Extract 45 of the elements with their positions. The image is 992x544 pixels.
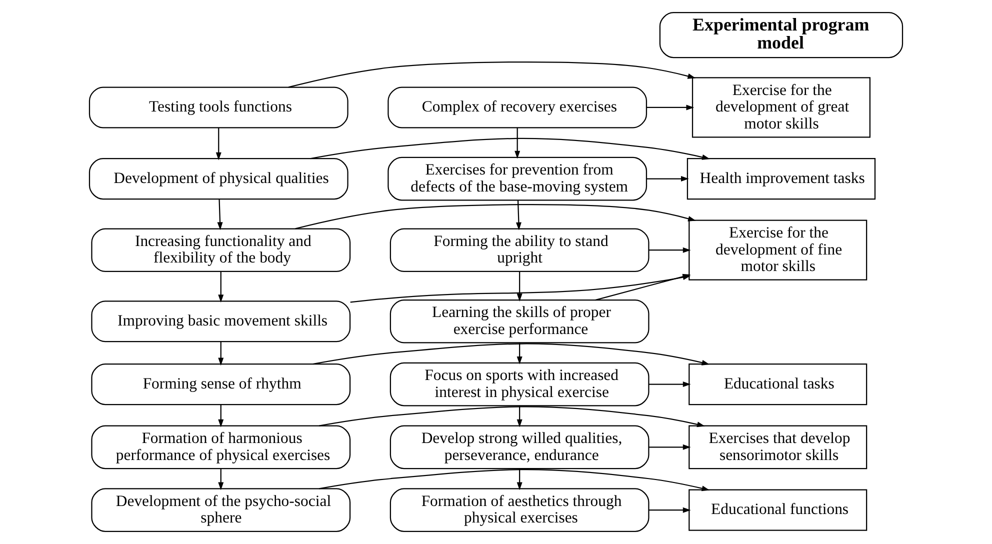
arrow (646, 104, 694, 110)
arrow (648, 507, 691, 513)
arrow (516, 468, 522, 490)
arrow (516, 200, 522, 230)
arrow (295, 204, 696, 230)
arrow (218, 272, 224, 302)
arrow (516, 406, 522, 428)
arrow (288, 62, 696, 88)
arrow (516, 272, 522, 302)
arrow (648, 247, 691, 253)
node-box: Experimental program model (659, 12, 904, 58)
node-box: Learning the skills of proper exercise performance (390, 300, 650, 344)
node-box: Exercises that develop sensorimotor skills (688, 425, 868, 470)
node-box: Exercises for prevention from defects of the base-moving system (388, 156, 648, 201)
node-box: Focus on sports with increased interest in physical exercise (390, 362, 650, 406)
arrow (648, 382, 691, 388)
arrow (646, 176, 689, 182)
node-box: Health improvement tasks (686, 158, 876, 200)
node-box: Forming sense of rhythm (91, 364, 351, 406)
node-box: Exercise for the development of fine motor skills (688, 220, 868, 280)
arrow (310, 138, 710, 160)
arrow (312, 343, 710, 366)
arrow (218, 342, 224, 366)
node-box: Exercise for the development of great motor skills (692, 77, 870, 138)
arrow (318, 406, 705, 428)
arrow (218, 404, 224, 428)
node-box: Forming the ability to stand upright (390, 228, 650, 272)
node-box: Educational functions (688, 489, 868, 531)
node-box: Increasing functionality and flexibility of the body (91, 228, 351, 272)
arrow (516, 343, 522, 364)
node-box: Educational tasks (688, 364, 868, 406)
node-box: Formation of harmonious performance of physical exercises (91, 425, 351, 470)
arrow (218, 468, 224, 490)
node-box: Development of the psycho-social sphere (91, 488, 351, 532)
arrow (216, 128, 222, 160)
node-box: Testing tools functions (88, 86, 348, 128)
node-box: Improving basic movement skills (91, 300, 351, 342)
node-box: Development of physical qualities (88, 158, 348, 200)
node-box: Develop strong willed qualities, perseverance, endurance (390, 425, 650, 470)
node-box: Formation of aesthetics through physical exercises (390, 488, 650, 532)
arrow (648, 444, 691, 450)
node-box: Complex of recovery exercises (388, 86, 648, 128)
arrow (217, 199, 223, 230)
arrow (318, 469, 710, 492)
arrow (514, 128, 520, 159)
